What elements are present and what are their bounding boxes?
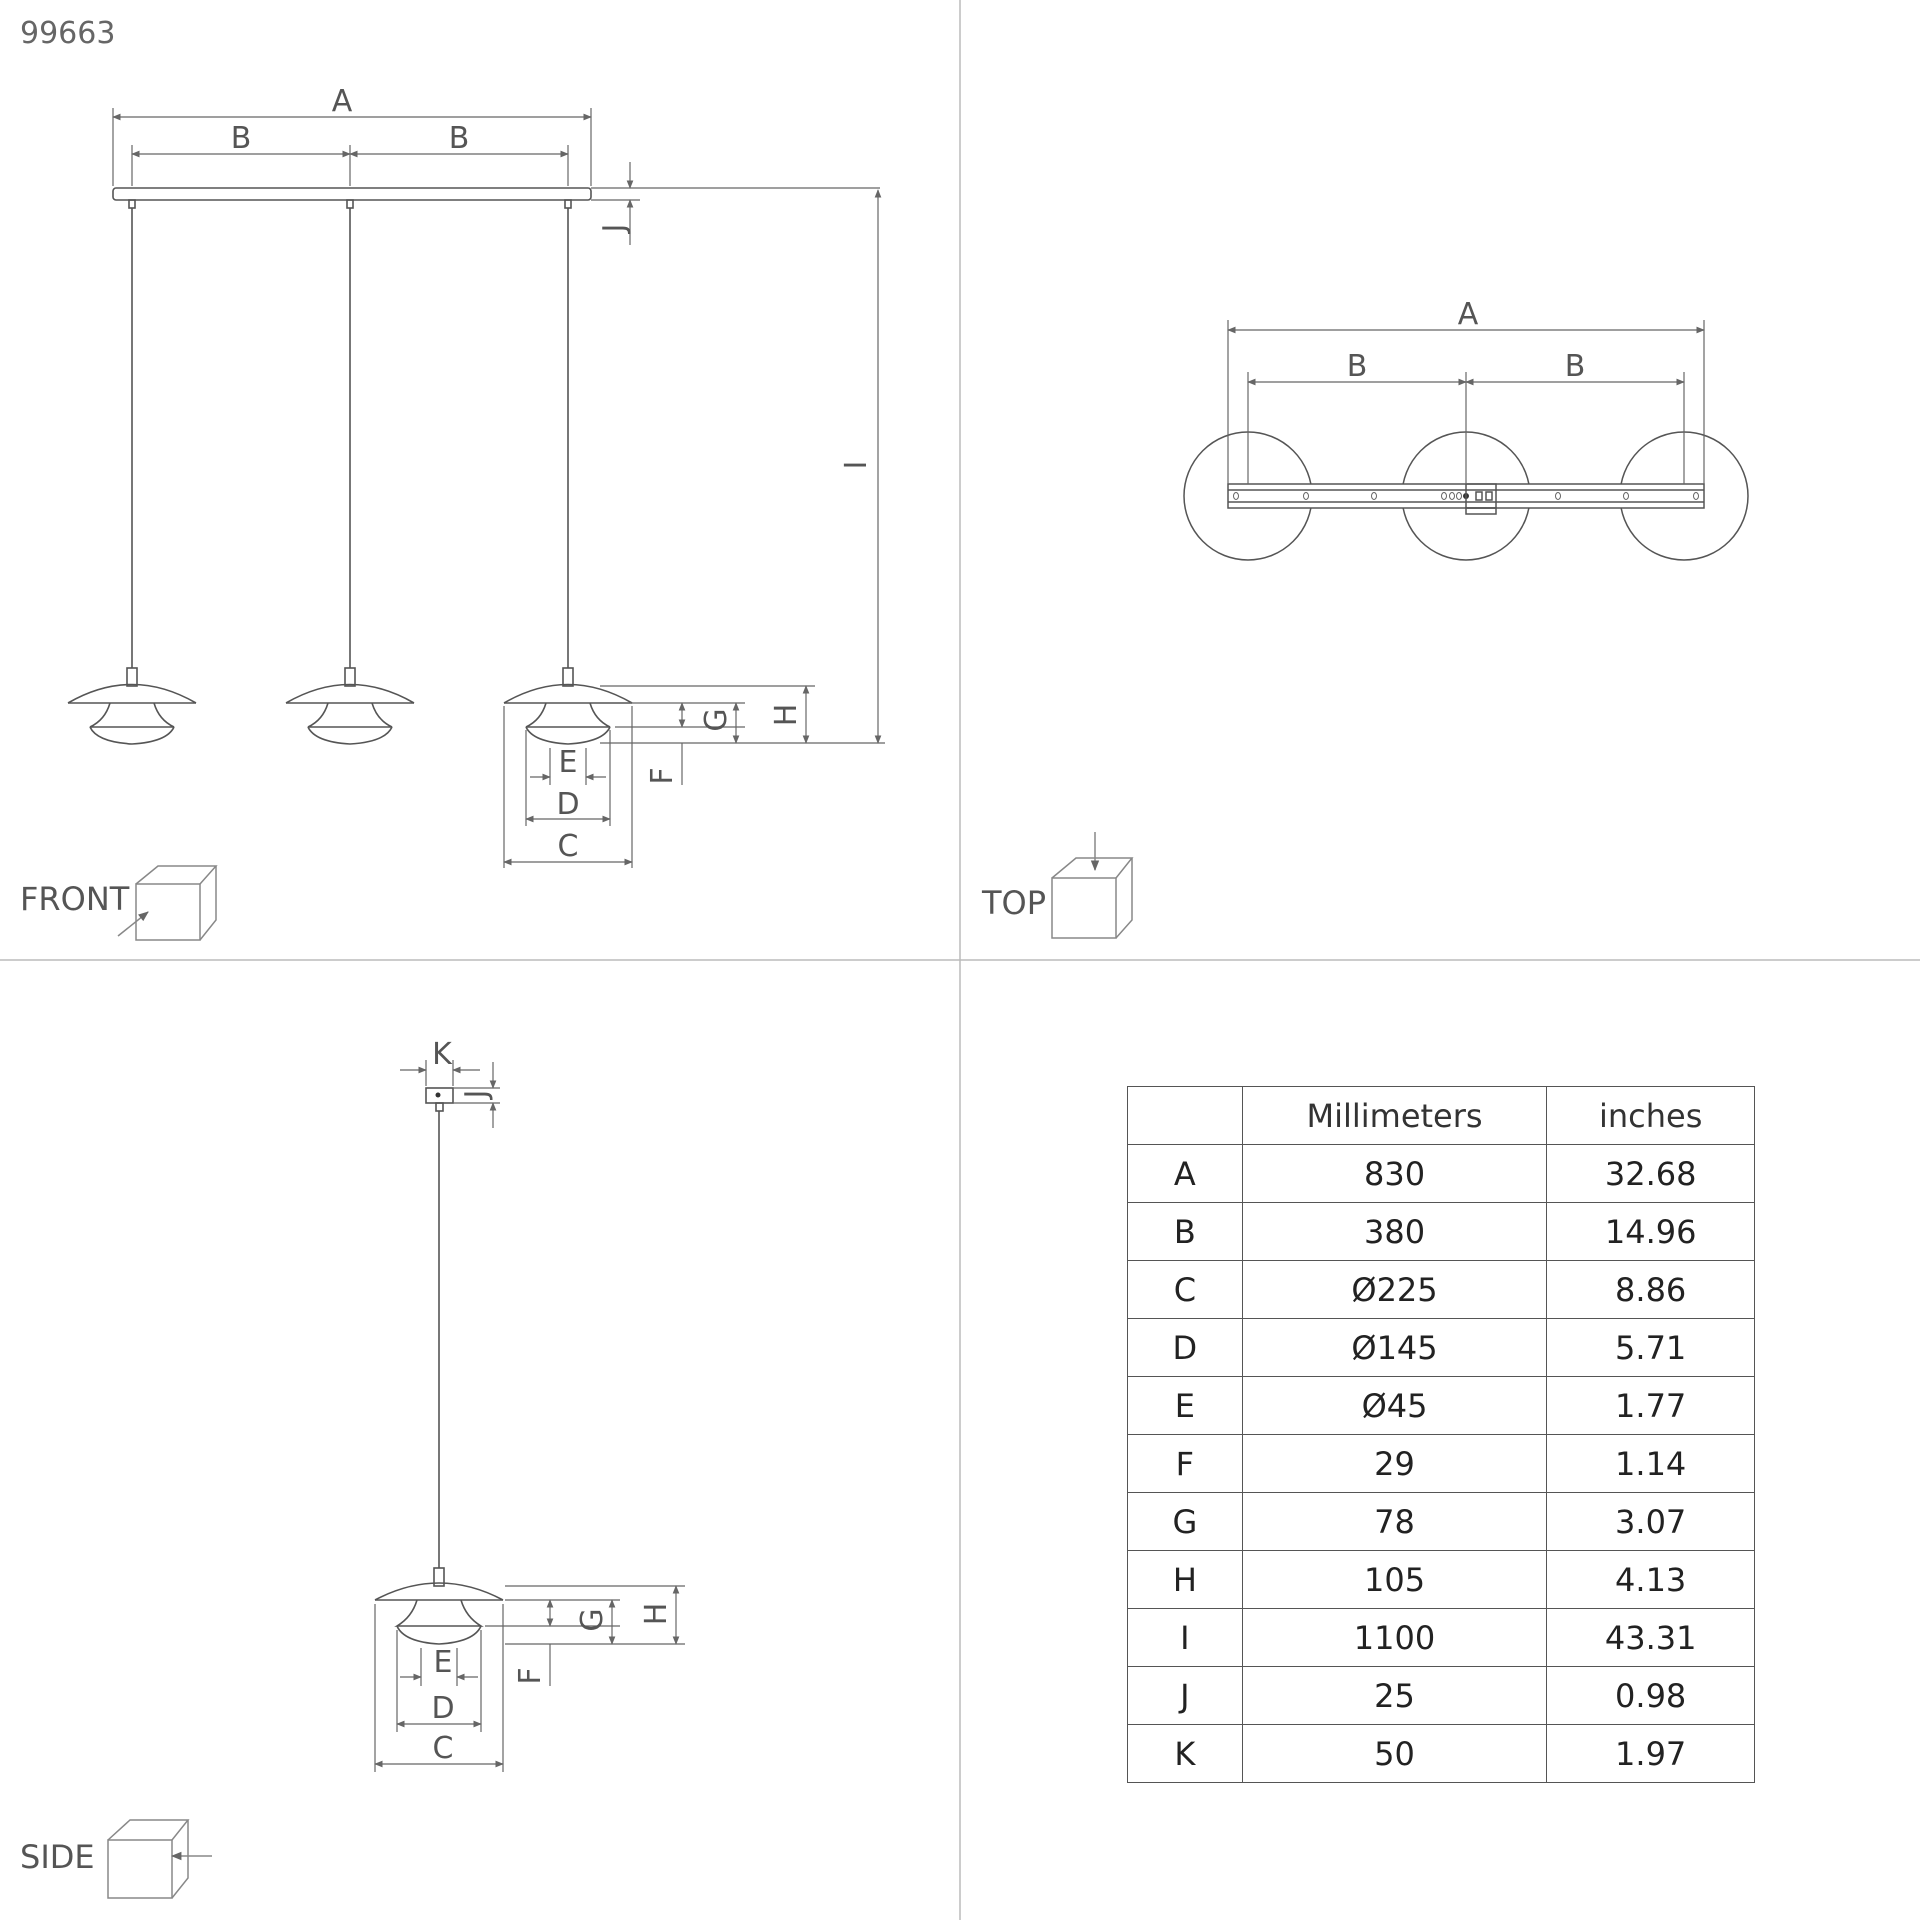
front-label-i: I	[839, 461, 874, 470]
front-view	[67, 187, 633, 745]
row-mm: Ø225	[1241, 1260, 1548, 1319]
row-in: 4.13	[1546, 1550, 1755, 1609]
front-cables	[128, 199, 572, 668]
side-label-h: H	[639, 1603, 674, 1626]
row-in: 14.96	[1546, 1202, 1755, 1261]
side-view-label: SIDE	[20, 1838, 95, 1876]
row-label: E	[1127, 1376, 1243, 1435]
top-label-a: A	[1458, 297, 1479, 332]
side-dimension-labels: K J H G F E D C	[431, 1037, 674, 1766]
top-view	[1183, 431, 1749, 561]
front-label-h: H	[769, 704, 804, 727]
row-mm: Ø45	[1241, 1376, 1548, 1435]
table-header-empty	[1127, 1086, 1243, 1145]
row-mm: 380	[1241, 1202, 1548, 1261]
front-ceiling-bar	[112, 187, 592, 201]
row-in: 43.31	[1546, 1608, 1755, 1667]
row-mm: 29	[1241, 1434, 1548, 1493]
row-mm: Ø145	[1241, 1318, 1548, 1377]
row-in: 32.68	[1546, 1144, 1755, 1203]
table-header-millimeters: Millimeters	[1241, 1086, 1548, 1145]
row-in: 0.98	[1546, 1666, 1755, 1725]
row-label: I	[1127, 1608, 1243, 1667]
side-label-d: D	[431, 1691, 454, 1726]
row-mm: 25	[1241, 1666, 1548, 1725]
row-in: 3.07	[1546, 1492, 1755, 1551]
front-lamp-3	[503, 667, 633, 745]
front-label-b-left: B	[231, 121, 252, 156]
side-view-cube-icon	[107, 1819, 212, 1899]
side-label-j: J	[459, 1090, 494, 1101]
row-label: F	[1127, 1434, 1243, 1493]
front-lamp-2	[285, 667, 415, 745]
row-in: 1.97	[1546, 1724, 1755, 1783]
row-label: B	[1127, 1202, 1243, 1261]
front-lamp-1	[67, 667, 197, 745]
front-label-d: D	[556, 787, 579, 822]
row-in: 5.71	[1546, 1318, 1755, 1377]
top-dimension-labels: A B B	[1347, 297, 1586, 384]
front-label-f: F	[645, 767, 680, 784]
table-header-row: Millimeters inches	[1127, 1086, 1755, 1145]
row-in: 1.14	[1546, 1434, 1755, 1493]
row-mm: 1100	[1241, 1608, 1548, 1667]
row-label: C	[1127, 1260, 1243, 1319]
front-label-a: A	[332, 84, 353, 119]
row-label: K	[1127, 1724, 1243, 1783]
top-label-b-right: B	[1565, 349, 1586, 384]
row-mm: 830	[1241, 1144, 1548, 1203]
front-dimension-labels: A B B J I H G F E D C	[231, 84, 874, 864]
row-label: G	[1127, 1492, 1243, 1551]
front-label-j: J	[597, 224, 632, 235]
top-dimensions	[1227, 320, 1705, 484]
row-label: H	[1127, 1550, 1243, 1609]
row-mm: 105	[1241, 1550, 1548, 1609]
table-header-inches: inches	[1546, 1086, 1755, 1145]
side-label-g: G	[575, 1608, 610, 1631]
front-label-g: G	[699, 708, 734, 731]
side-label-c: C	[433, 1731, 454, 1766]
product-code: 99663	[20, 16, 116, 51]
front-label-e: E	[559, 745, 578, 780]
top-view-label: TOP	[982, 884, 1047, 922]
side-label-f: F	[513, 1667, 548, 1684]
row-label: A	[1127, 1144, 1243, 1203]
top-label-b-left: B	[1347, 349, 1368, 384]
row-label: D	[1127, 1318, 1243, 1377]
row-mm: 78	[1241, 1492, 1548, 1551]
row-mm: 50	[1241, 1724, 1548, 1783]
front-label-b-right: B	[449, 121, 470, 156]
row-in: 1.77	[1546, 1376, 1755, 1435]
front-dimensions	[112, 108, 885, 868]
front-label-c: C	[558, 829, 579, 864]
front-view-label: FRONT	[20, 880, 130, 918]
row-label: J	[1127, 1666, 1243, 1725]
row-in: 8.86	[1546, 1260, 1755, 1319]
side-label-e: E	[434, 1645, 453, 1680]
side-dimensions	[374, 1060, 685, 1772]
top-view-cube-icon	[1051, 832, 1134, 939]
side-view	[374, 1087, 504, 1645]
side-label-k: K	[432, 1037, 453, 1072]
front-view-cube-icon	[117, 865, 218, 941]
